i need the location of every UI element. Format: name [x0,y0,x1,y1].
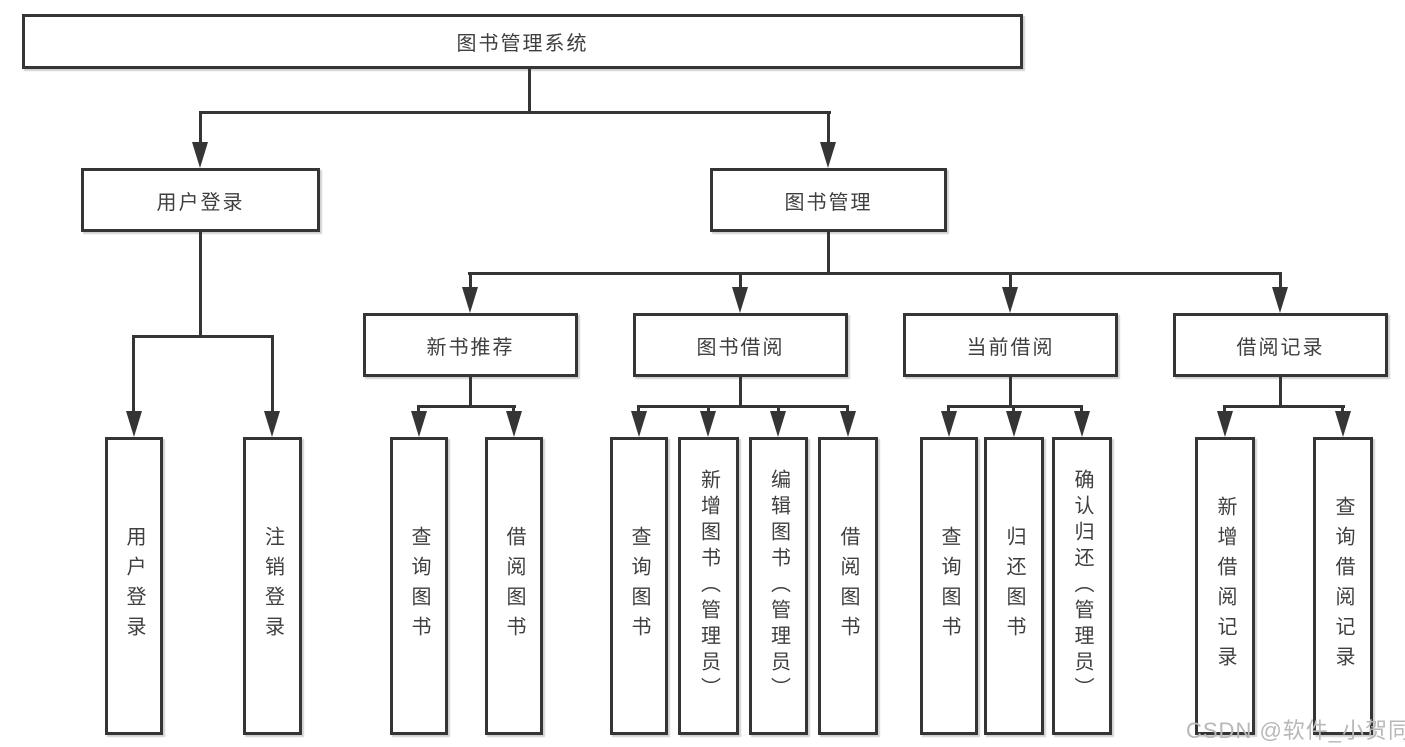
arrowhead-icon [732,287,748,313]
arrowhead-icon [820,142,836,168]
node-label: 编辑图书（管理员） [767,469,790,703]
arrowhead-icon [1006,411,1022,437]
connector-book-management-stub [827,231,830,275]
arrowhead-icon [126,411,142,437]
connector-drop-leaf-logout [271,335,274,413]
connector-drop [1341,405,1344,413]
node-label: 确认归还（管理员） [1071,469,1093,703]
arrowhead-icon [1074,411,1090,437]
connector-user-login-bus [132,335,274,338]
node-label: 注销登录 [261,526,284,646]
leaf-borrow-books-borrow: 借阅图书 [818,437,878,735]
connector-drop-new-book-recommend [469,272,472,289]
connector-drop-book-borrow [739,272,742,289]
node-label: 图书借阅 [696,336,785,359]
watermark: CSDN @软件_小贺同学 [1186,718,1405,743]
leaf-query-books-borrow: 查询图书 [610,437,668,735]
node-label: 用户登录 [123,526,145,646]
leaf-edit-book-admin: 编辑图书（管理员） [749,437,808,735]
arrowhead-icon [411,411,427,437]
connector-user-login-stub [199,231,202,338]
connector-drop-borrow-records [1279,272,1282,289]
connector-drop [417,405,420,413]
connector-drop [1223,405,1226,413]
connector-drop-leaf-user-login [132,335,135,413]
connector-root-stub [528,68,531,113]
connector-borrow-records-stub [1279,376,1282,407]
node-label: 新增图书（管理员） [697,469,720,703]
node-label: 查询图书 [938,526,960,646]
node-label: 图书管理系统 [456,33,589,55]
leaf-confirm-return-admin: 确认归还（管理员） [1052,437,1112,735]
arrowhead-icon [1335,411,1351,437]
arrowhead-icon [941,411,957,437]
connector-drop [846,405,849,413]
connector-new-book-recommend-bus [417,405,516,408]
arrowhead-icon [700,411,716,437]
connector-drop [947,405,950,413]
node-label: 借阅图书 [837,526,859,646]
node-label: 新增借阅记录 [1214,496,1236,676]
arrowhead-icon [1002,287,1018,313]
node-current-borrow: 当前借阅 [903,313,1118,377]
leaf-query-books-current: 查询图书 [920,437,978,735]
connector-drop-user-login [199,111,202,144]
node-label: 借阅记录 [1236,336,1325,359]
node-label: 图书管理 [784,191,873,214]
node-user-login: 用户登录 [81,168,320,232]
arrowhead-icon [631,411,647,437]
node-label: 借阅图书 [503,526,525,646]
leaf-add-book-admin: 新增图书（管理员） [678,437,739,735]
leaf-query-books-recommend: 查询图书 [390,437,448,735]
node-label: 查询图书 [408,526,430,646]
node-new-book-recommend: 新书推荐 [363,313,578,377]
connector-current-borrow-stub [1009,376,1012,407]
leaf-return-book: 归还图书 [984,437,1044,735]
node-label: 归还图书 [1003,526,1025,646]
connector-current-borrow-bus [947,405,1083,408]
node-label: 新书推荐 [426,336,515,359]
connector-level2-bus [199,111,831,114]
connector-book-borrow-stub [739,376,742,407]
node-label: 用户登录 [156,191,245,214]
node-borrow-records: 借阅记录 [1173,313,1388,377]
connector-drop [777,405,780,413]
arrowhead-icon [1217,411,1233,437]
node-label: 查询图书 [628,526,650,646]
connector-book-borrow-bus [637,405,849,408]
leaf-user-login: 用户登录 [105,437,163,735]
connector-level3-bus [468,272,1282,275]
node-label: 当前借阅 [966,336,1055,359]
node-label: 查询借阅记录 [1332,496,1354,676]
node-book-borrow: 图书借阅 [633,313,848,377]
connector-drop-book-management [827,111,830,144]
arrowhead-icon [1272,287,1288,313]
leaf-logout: 注销登录 [243,437,302,735]
connector-new-book-recommend-stub [469,376,472,407]
leaf-add-borrow-record: 新增借阅记录 [1195,437,1255,735]
arrowhead-icon [506,411,522,437]
connector-drop [1080,405,1083,413]
arrowhead-icon [462,287,478,313]
connector-borrow-records-bus [1223,405,1345,408]
connector-drop [512,405,515,413]
arrowhead-icon [840,411,856,437]
leaf-query-borrow-record: 查询借阅记录 [1313,437,1373,735]
connector-drop [1012,405,1015,413]
arrowhead-icon [264,411,280,437]
node-library-management-system: 图书管理系统 [22,14,1023,69]
arrowhead-icon [770,411,786,437]
arrowhead-icon [192,142,208,168]
connector-drop [637,405,640,413]
leaf-borrow-books-recommend: 借阅图书 [485,437,543,735]
connector-drop [707,405,710,413]
connector-drop-current-borrow [1009,272,1012,289]
node-book-management: 图书管理 [710,168,947,232]
